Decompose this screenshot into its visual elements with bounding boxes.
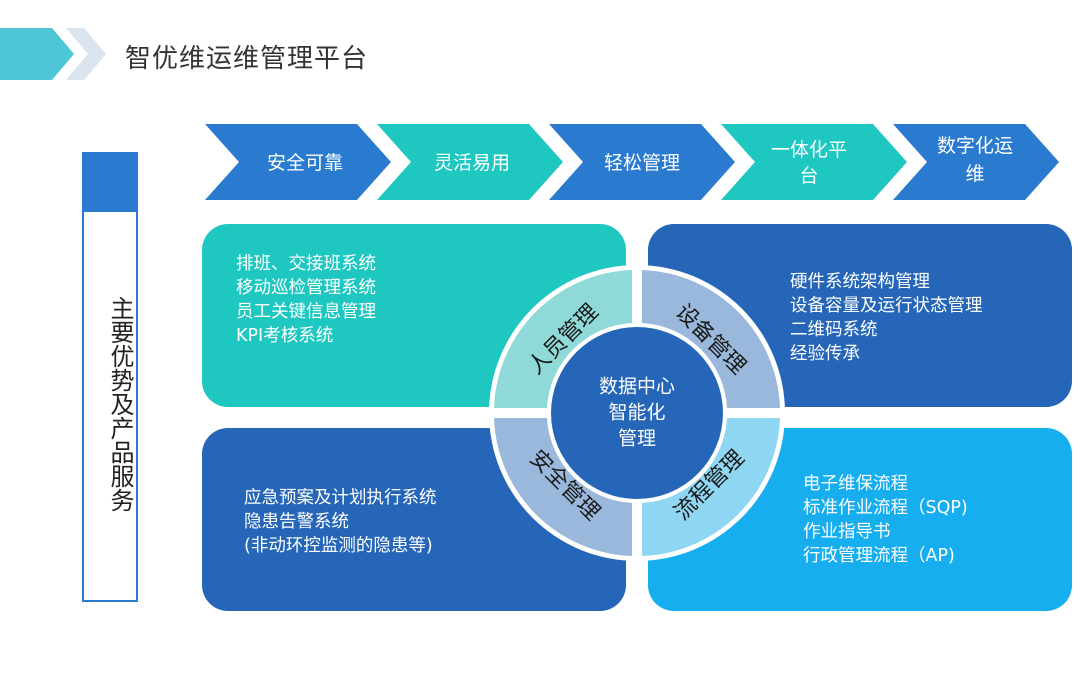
chevron-row: 安全可靠 灵活易用 轻松管理 一体化平 台 数字化运 维 <box>205 124 1059 200</box>
chevron-1-label: 安全可靠 <box>267 152 343 174</box>
ring-segment-bottom-right <box>642 418 780 556</box>
chevron-2: 灵活易用 <box>377 124 563 200</box>
chevron-4: 一体化平 台 <box>721 124 907 200</box>
list-item: 设备容量及运行状态管理 <box>790 296 983 316</box>
list-item: (非动环控监测的隐患等) <box>244 536 433 556</box>
center-label-line1: 数据中心 <box>599 376 675 398</box>
chevron-1: 安全可靠 <box>205 124 391 200</box>
chevron-5-label-line2: 维 <box>965 163 984 185</box>
list-item: 员工关键信息管理 <box>236 302 376 322</box>
chevron-5-label-line1: 数字化运 <box>937 135 1013 157</box>
list-item: 经验传承 <box>790 344 860 364</box>
panel-bottom-left-list: 应急预案及计划执行系统 隐患告警系统 (非动环控监测的隐患等) <box>244 486 437 558</box>
chevron-4-label-line2: 台 <box>799 165 818 187</box>
center-label-line2: 智能化 <box>608 402 665 424</box>
list-item: 移动巡检管理系统 <box>236 278 376 298</box>
chevron-5: 数字化运 维 <box>893 124 1059 200</box>
ring-segment-top-right <box>642 270 780 408</box>
chevron-4-label-line1: 一体化平 <box>771 139 847 161</box>
ring-segment-bottom-left <box>494 418 632 556</box>
page-title: 智优维运维管理平台 <box>125 44 369 74</box>
panel-top-left-list: 排班、交接班系统 移动巡检管理系统 员工关键信息管理 KPI考核系统 <box>236 252 376 348</box>
side-label-accent <box>84 154 136 212</box>
list-item: 标准作业流程（SQP) <box>803 498 968 518</box>
list-item: 应急预案及计划执行系统 <box>244 488 437 508</box>
panel-bottom-right-list: 电子维保流程 标准作业流程（SQP) 作业指导书 行政管理流程（AP) <box>803 472 968 568</box>
list-item: 行政管理流程（AP) <box>803 546 955 566</box>
chevron-3: 轻松管理 <box>549 124 735 200</box>
center-label-line3: 管理 <box>618 428 656 450</box>
list-item: 二维码系统 <box>790 320 878 340</box>
center-ring-diagram: 人员管理 设备管理 安全管理 流程管理 数据中心 智能化 管理 <box>489 265 785 561</box>
list-item: 作业指导书 <box>803 522 891 542</box>
side-label-box: 主要优势及产品服务 <box>82 152 138 602</box>
chevron-2-label: 灵活易用 <box>434 152 510 174</box>
center-circle <box>551 327 723 499</box>
list-item: 电子维保流程 <box>803 474 908 494</box>
list-item: 排班、交接班系统 <box>236 254 376 274</box>
side-label-text: 主要优势及产品服务 <box>106 296 134 512</box>
header-arrow-icon <box>0 28 106 80</box>
list-item: 硬件系统架构管理 <box>790 272 930 292</box>
panel-top-right-list: 硬件系统架构管理 设备容量及运行状态管理 二维码系统 经验传承 <box>790 270 983 366</box>
list-item: 隐患告警系统 <box>244 512 349 532</box>
ring-segment-top-left <box>494 270 632 408</box>
chevron-3-label: 轻松管理 <box>604 152 680 174</box>
list-item: KPI考核系统 <box>236 326 334 346</box>
